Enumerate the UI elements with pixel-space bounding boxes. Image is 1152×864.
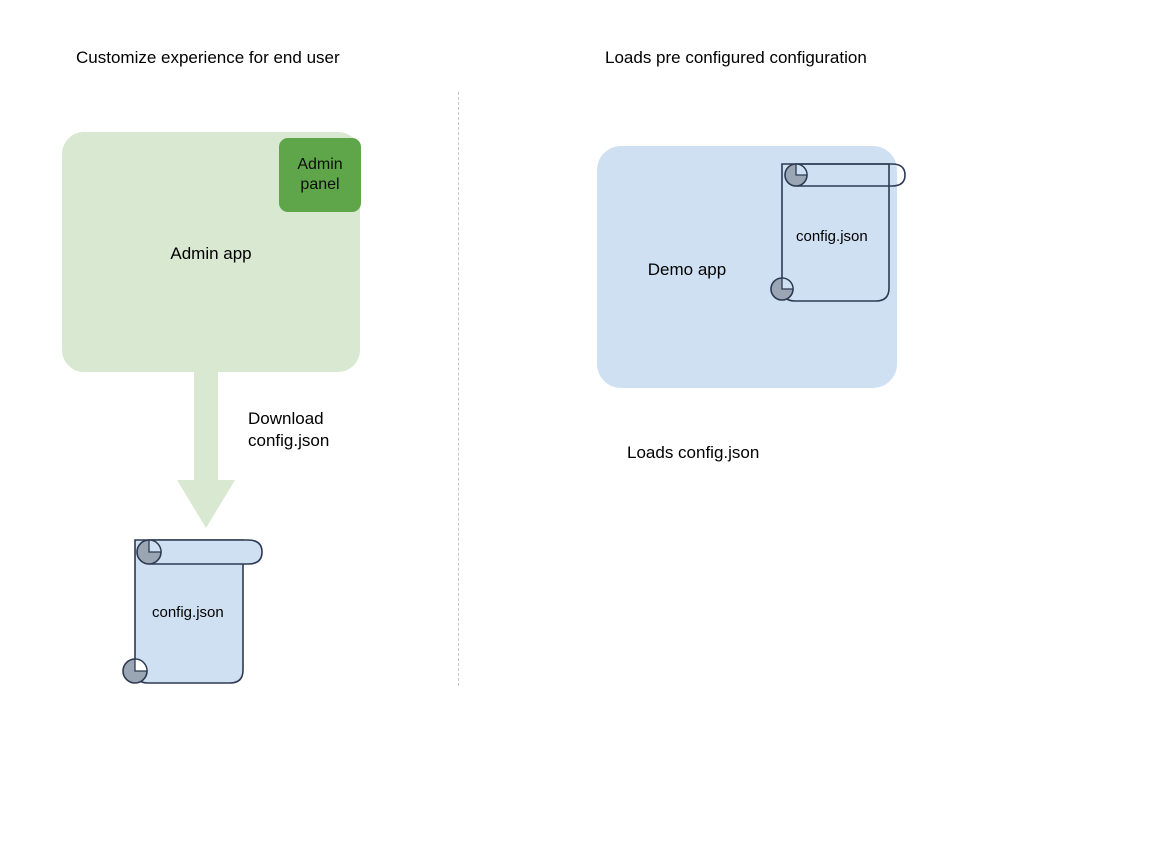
column-title-right: Loads pre configured configuration <box>605 48 867 67</box>
config-json-label-left: config.json <box>152 604 224 621</box>
column-title-left: Customize experience for end user <box>76 48 340 67</box>
download-arrow-icon <box>175 368 237 530</box>
config-json-document-right[interactable] <box>768 152 918 312</box>
config-json-label-right: config.json <box>796 228 868 245</box>
admin-panel-badge[interactable] <box>279 138 361 212</box>
loads-config-caption: Loads config.json <box>627 443 760 462</box>
column-divider <box>458 92 459 686</box>
download-arrow-label: Download config.json <box>248 409 330 450</box>
config-json-document-left[interactable] <box>118 528 278 693</box>
